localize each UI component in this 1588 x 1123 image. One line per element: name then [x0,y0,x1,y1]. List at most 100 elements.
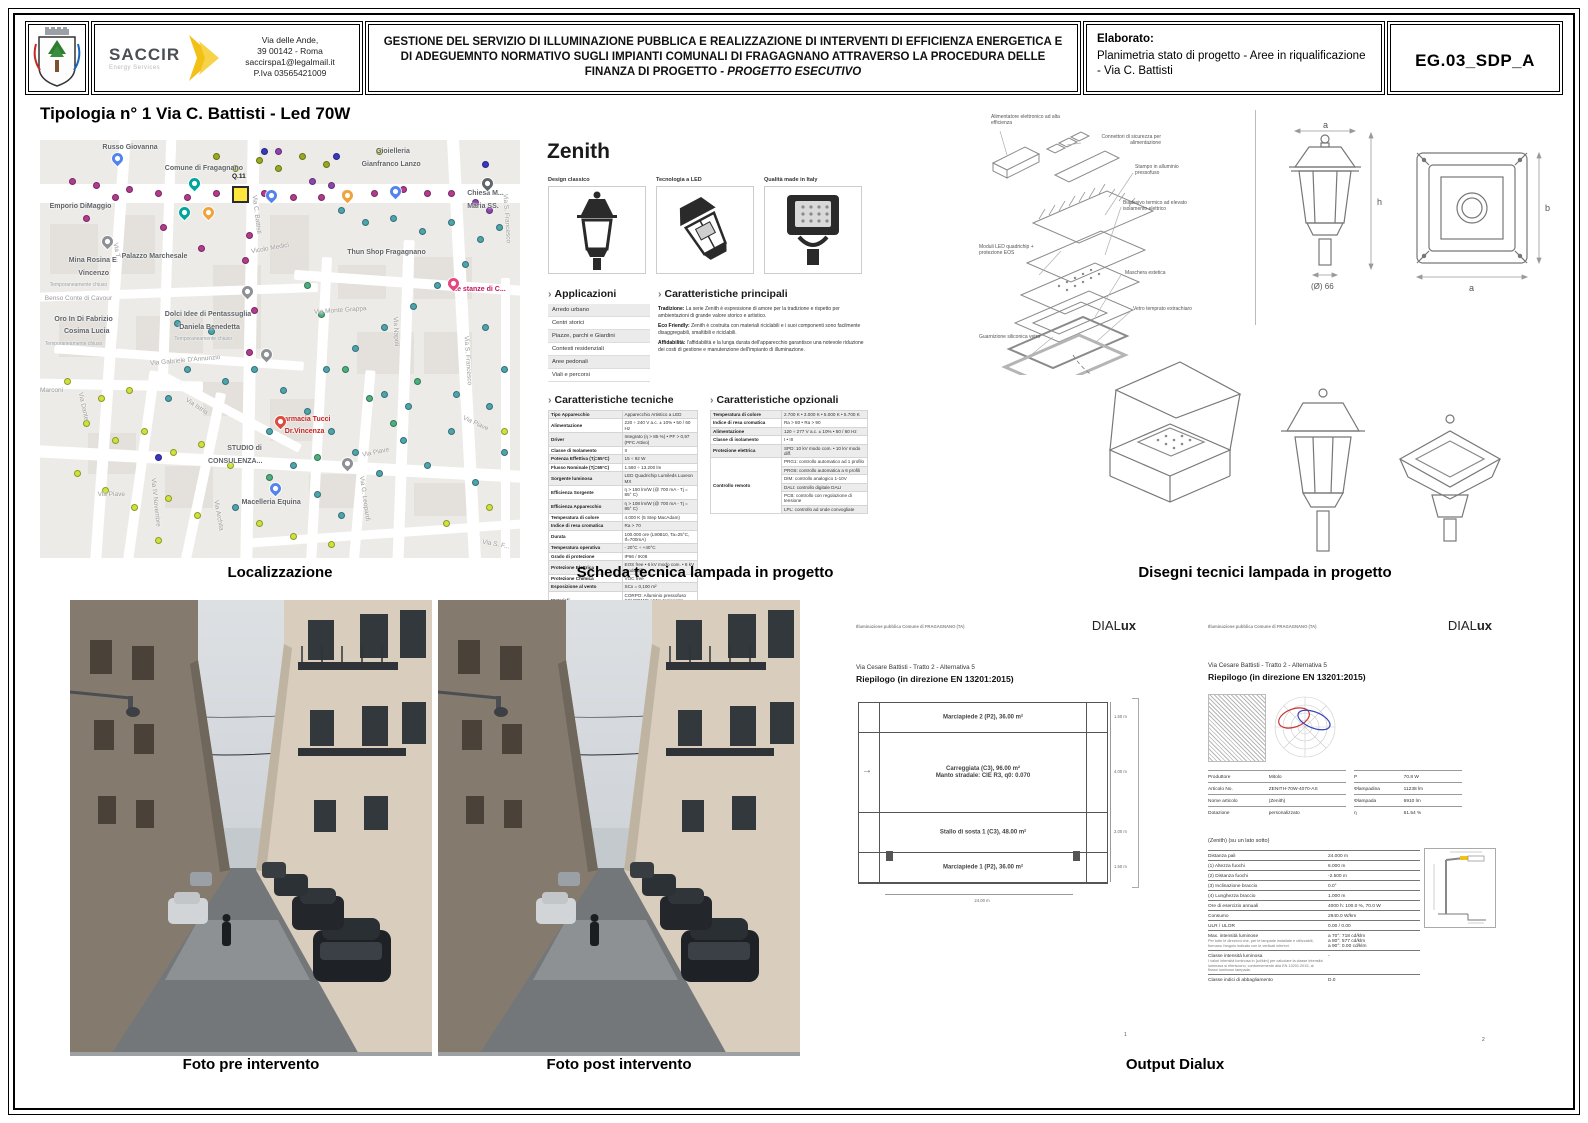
map-lamp-dot [241,257,249,265]
optional-value: SPD: 10 kV modo com. • 10 kV modo diff. [780,443,869,459]
param-label: (2) Distanza fuochi [1208,874,1248,879]
max-intensity-note: Per tutte le direzioni che, per le lampa… [1208,939,1314,948]
dialux-page-2: Illuminazione pubblica Comune di FRAGAGN… [1200,612,1500,1052]
map-lamp-dot [486,206,494,214]
map-lamp-dot [232,503,239,511]
max-intensity-label: Max. intensità luminose [1208,934,1259,939]
remote-value: DIM: controllo analogico 1-10V [780,474,869,484]
lantern-top-perspective-drawing [1398,414,1502,542]
map-lamp-dot [313,453,321,461]
map-lamp-dot [448,428,455,436]
elaborato-label: Elaborato: [1097,33,1154,45]
tech-value: η > 150 lm/W (@ 700 mA - Tj = 85° C) [621,485,699,500]
map-lamp-dot [246,231,254,239]
map-lamp-dot [280,386,287,394]
map-lamp-dot [352,449,359,457]
project-title-italic: PROGETTO ESECUTIVO [727,66,862,78]
road-band-label: Marciapiede 1 (P2), 36.00 m² [879,864,1087,871]
remote-value: PRG6: controllo automatica a 6 profili [780,465,869,476]
info-value: Mitolo [1268,770,1346,783]
tech-label: Classe di Isolamento [548,446,623,456]
product-name: Zenith [547,140,610,163]
principal-features: Tradizione: La serie Zenith è espression… [658,306,866,357]
map-pin-dot [392,188,399,195]
map-lamp-dot [328,181,335,189]
map-lamp-dot [193,512,201,520]
map-lamp-dot [481,160,489,168]
tech-label: Driver [548,432,623,448]
map-label: Temporaneamente chiuso [49,282,108,289]
map-label: Comune di Fragagnano [164,165,243,173]
map-lamp-dot [275,165,283,173]
dimension-views-drawing: a h (Ø) 66 b a [1289,123,1550,293]
map-lamp-dot [275,148,283,156]
road-band-text: Marciapiede 2 (P2), 36.00 m² [942,714,1024,720]
map-lamp-dot [256,156,263,164]
param-value: 0.00 / 0.00 [1328,924,1351,929]
map-lamp-dot [222,378,230,386]
map-lamp-dot [448,219,455,227]
param-value: 1.000 m [1328,894,1346,899]
tech-value: Integrato (η > 85 %) • PF > 0,97 (PFC At… [621,432,699,448]
exploded-view-drawing [991,130,1155,375]
optional-label: Classe di isolamento [710,435,782,445]
map-label: Via IV Novembre [149,478,162,528]
map-lamp-dot [352,344,359,352]
map-lamp-dot [289,461,297,469]
map-lamp-dot [83,420,91,428]
map-lamp-dot [323,160,331,168]
dim-a2-label: a [1469,283,1474,293]
tech-value: Apparecchio Artistico a LED [621,409,699,420]
dialux-page-1: Illuminazione pubblica Comune di FRAGAGN… [848,612,1144,1052]
map-lamp-dot [251,307,259,315]
road-band: Marciapiede 1 (P2), 36.00 m² [859,853,1107,883]
map-lamp-dot [112,194,119,202]
road-band: Stallo di sosta 1 (C3), 48.00 m² [859,813,1107,853]
map-lamp-dot [184,365,191,373]
company-address-line4: P.Iva 03565421009 [253,68,327,78]
map-label: Temporaneamente chiuso [174,336,232,343]
tech-value: η > 108 lm/W (@ 700 mA - Tj = 85° C) [621,498,699,514]
photometry-value: 61.54 % [1403,806,1462,818]
map-lamp-dot [371,190,379,198]
map-lamp-dot [443,520,451,528]
map-lamp-dot [83,215,91,223]
map-pin-dot [191,179,198,187]
product-photo-3 [764,186,862,274]
info-label: Produttore [1208,770,1269,783]
map-lamp-dot [64,378,71,386]
map-lamp-dot [198,244,206,252]
tech-label: Flusso Nominale (Tj=65°C) [548,462,623,473]
dim-diam-label: (Ø) 66 [1311,282,1334,291]
map-lamp-dot [318,311,326,319]
map-lamp-dot [376,470,383,478]
exploded-label-gasket: Guarnizione siliconica vetro [979,334,1041,340]
tech-label: Efficienza Apparecchio [548,498,623,514]
application-item: Contesti residenziali [548,343,650,356]
info-value: personalizzato [1268,806,1346,818]
applications-title: ›Applicazioni [548,288,617,300]
map-label: Cosima Lucia [64,328,110,336]
exploded-label-glass: Vetro temprato extrachiaro [1133,306,1192,312]
principal-feature-label: Tradizione: [658,306,685,312]
optional-value: I • III [780,435,869,445]
tech-value: II [621,446,699,456]
photometry-label: Φlampada [1354,794,1404,807]
map-lamp-dot [140,428,148,436]
project-title-cell: GESTIONE DEL SERVIZIO DI ILLUMINAZIONE P… [365,21,1081,95]
diagram-left-margin-line [879,703,880,883]
map-label: Chiesa M... [467,190,504,198]
map-lamp-dot [304,407,311,415]
project-title: GESTIONE DEL SERVIZIO DI ILLUMINAZIONE P… [383,36,1063,78]
optional-value: 120 ÷ 277 V a.c. ± 10% • 50 / 60 Hz [780,426,869,437]
elaborato-cell: Elaborato: Planimetria stato di progetto… [1083,21,1385,95]
map-lamp-dot [174,319,182,327]
